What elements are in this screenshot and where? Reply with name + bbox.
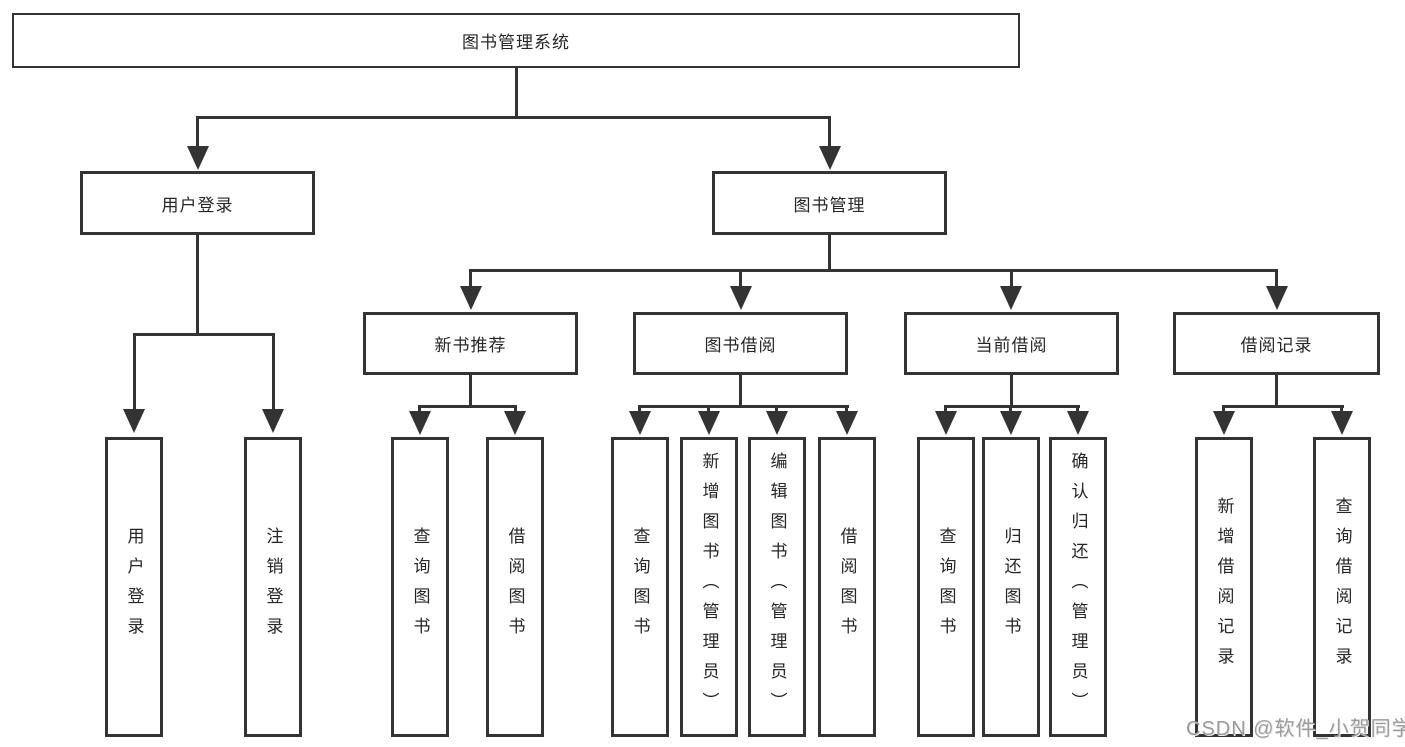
leaf-add-book-admin: 新增图书（管理员） [680, 437, 738, 737]
connector-vline [1010, 269, 1013, 287]
leaf-add-borrow-record: 新增借阅记录 [1195, 437, 1253, 737]
connector-vline [1275, 269, 1278, 287]
arrowhead-down-icon [1000, 286, 1022, 310]
node-label: 用户登录 [161, 195, 234, 215]
node-label: 图书管理系统 [462, 33, 570, 52]
node-label: 编辑图书（管理员） [767, 452, 787, 722]
node-label: 借阅图书 [837, 527, 857, 647]
node-label: 借阅图书 [505, 527, 525, 647]
connector-vline [514, 405, 517, 415]
connector-vline [1010, 375, 1013, 407]
arrowhead-down-icon [730, 286, 752, 310]
connector-hline [638, 405, 849, 408]
arrowhead-down-icon [1331, 411, 1353, 435]
connector-hline [196, 116, 831, 119]
arrowhead-down-icon [766, 411, 788, 435]
leaf-query-books-recommend: 查询图书 [391, 437, 449, 737]
connector-vline [707, 405, 710, 415]
node-label: 查询图书 [410, 527, 430, 647]
node-label: 查询借阅记录 [1332, 497, 1352, 677]
node-label: 查询图书 [936, 527, 956, 647]
connector-vline [515, 68, 518, 118]
connector-vline [1340, 405, 1343, 415]
connector-vline [739, 269, 742, 287]
node-label: 注销登录 [263, 527, 283, 647]
arrowhead-down-icon [836, 411, 858, 435]
connector-vline [469, 375, 472, 407]
connector-hline [133, 333, 275, 336]
arrowhead-down-icon [262, 409, 284, 433]
connector-vline [845, 405, 848, 415]
node-label: 图书借阅 [704, 336, 777, 355]
connector-vline [133, 333, 136, 411]
connector-vline [944, 405, 947, 415]
node-label: 确认归还（管理员） [1068, 452, 1088, 722]
node-label: 归还图书 [1001, 527, 1021, 647]
connector-hline [1222, 405, 1344, 408]
node-label: 新增图书（管理员） [699, 452, 719, 722]
connector-vline [828, 116, 831, 146]
node-book-borrowing: 图书借阅 [633, 312, 848, 375]
node-label: 用户登录 [124, 527, 144, 647]
leaf-borrow-books-recommend: 借阅图书 [486, 437, 544, 737]
arrowhead-down-icon [629, 411, 651, 435]
connector-vline [196, 116, 199, 146]
connector-vline [1222, 405, 1225, 415]
node-label: 借阅记录 [1240, 336, 1313, 355]
arrowhead-down-icon [504, 411, 526, 435]
node-new-book-recommendation: 新书推荐 [363, 312, 578, 375]
node-label: 新增借阅记录 [1214, 497, 1234, 677]
connector-vline [272, 333, 275, 411]
node-current-borrowing: 当前借阅 [904, 312, 1119, 375]
arrowhead-down-icon [1000, 411, 1022, 435]
arrowhead-down-icon [409, 411, 431, 435]
arrowhead-down-icon [1067, 411, 1089, 435]
connector-vline [1076, 405, 1079, 415]
leaf-query-books-borrow: 查询图书 [611, 437, 669, 737]
node-book-management: 图书管理 [712, 171, 947, 235]
connector-vline [739, 375, 742, 407]
leaf-return-book: 归还图书 [982, 437, 1040, 737]
leaf-query-borrow-record: 查询借阅记录 [1313, 437, 1371, 737]
leaf-user-login: 用户登录 [105, 437, 163, 737]
connector-vline [418, 405, 421, 415]
leaf-edit-book-admin: 编辑图书（管理员） [748, 437, 806, 737]
node-label: 新书推荐 [434, 336, 507, 355]
connector-hline [469, 269, 1278, 272]
connector-vline [196, 235, 199, 335]
watermark: CSDN @软件_小贺同学 [1186, 718, 1405, 740]
leaf-query-books-current: 查询图书 [917, 437, 975, 737]
arrowhead-down-icon [698, 411, 720, 435]
node-borrowing-records: 借阅记录 [1173, 312, 1380, 375]
connector-vline [828, 235, 831, 271]
arrowhead-down-icon [460, 286, 482, 310]
connector-hline [418, 405, 517, 408]
leaf-logout: 注销登录 [244, 437, 302, 737]
node-label: 当前借阅 [975, 336, 1048, 355]
node-label: 查询图书 [630, 527, 650, 647]
leaf-confirm-return-admin: 确认归还（管理员） [1049, 437, 1107, 737]
arrowhead-down-icon [1213, 411, 1235, 435]
node-label: 图书管理 [793, 195, 866, 215]
leaf-borrow-books: 借阅图书 [818, 437, 876, 737]
arrowhead-down-icon [1266, 286, 1288, 310]
connector-vline [1275, 375, 1278, 407]
arrowhead-down-icon [123, 409, 145, 433]
node-user-login: 用户登录 [80, 171, 315, 235]
arrowhead-down-icon [187, 146, 209, 170]
node-library-management-system: 图书管理系统 [12, 13, 1020, 68]
arrowhead-down-icon [819, 146, 841, 170]
connector-vline [469, 269, 472, 287]
arrowhead-down-icon [935, 411, 957, 435]
connector-vline [775, 405, 778, 415]
connector-vline [638, 405, 641, 415]
connector-hline [944, 405, 1080, 408]
connector-vline [1009, 405, 1012, 415]
